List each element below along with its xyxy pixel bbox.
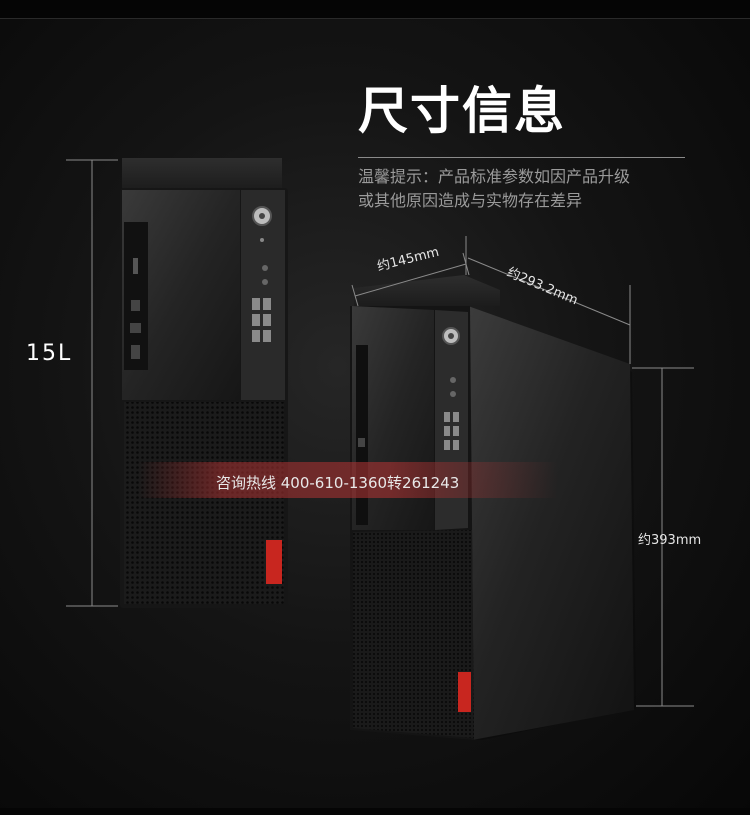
headphone-jack	[262, 265, 268, 271]
perspective-view-tower	[350, 275, 636, 740]
bottom-bar	[0, 808, 750, 815]
usb-port	[453, 426, 459, 436]
height-dimension-line	[632, 367, 694, 707]
hotline-text: 咨询热线 400-610-1360转261243	[216, 474, 460, 492]
front-mesh-grille	[353, 530, 474, 738]
page-title: 尺寸信息	[358, 82, 566, 140]
card-reader-icon	[358, 438, 365, 447]
notice-line-2: 或其他原因造成与实物存在差异	[358, 191, 583, 210]
drive-icon	[130, 323, 141, 333]
title-divider	[358, 157, 685, 158]
lenovo-logo	[266, 540, 282, 584]
usb-port	[252, 298, 260, 310]
activity-led	[260, 238, 264, 242]
usb-port	[252, 330, 260, 342]
mic-jack	[450, 391, 456, 397]
height-label: 约393mm	[638, 533, 702, 548]
headphone-jack	[450, 377, 456, 383]
usb-port	[444, 440, 450, 450]
tower-top-cover	[122, 158, 282, 190]
usb-port	[453, 412, 459, 422]
card-reader-icon	[131, 300, 140, 311]
tower-side-panel	[468, 306, 634, 740]
usb-port	[263, 330, 271, 342]
tower-top-cover	[354, 275, 500, 306]
notice-line-1: 温馨提示：产品标准参数如因产品升级	[358, 167, 631, 186]
hotline-watermark: 咨询热线 400-610-1360转261243	[138, 462, 558, 498]
usb-port	[263, 314, 271, 326]
usb-port	[252, 314, 260, 326]
top-bar	[0, 0, 750, 19]
drive-eject-icon	[133, 258, 138, 274]
lenovo-logo	[458, 672, 471, 712]
front-view-tower	[120, 158, 288, 608]
depth-dimension-line	[465, 236, 631, 364]
volume-dimension-line	[66, 159, 118, 607]
usb-port	[453, 440, 459, 450]
mic-jack	[262, 279, 268, 285]
usb-port	[444, 412, 450, 422]
volume-label: 15L	[26, 341, 73, 366]
optical-drive-bay	[356, 345, 368, 525]
power-icon	[448, 333, 454, 339]
power-icon	[259, 213, 265, 219]
usb-port	[444, 426, 450, 436]
media-icon	[131, 345, 140, 359]
usb-port	[263, 298, 271, 310]
front-mesh-grille	[124, 402, 284, 604]
